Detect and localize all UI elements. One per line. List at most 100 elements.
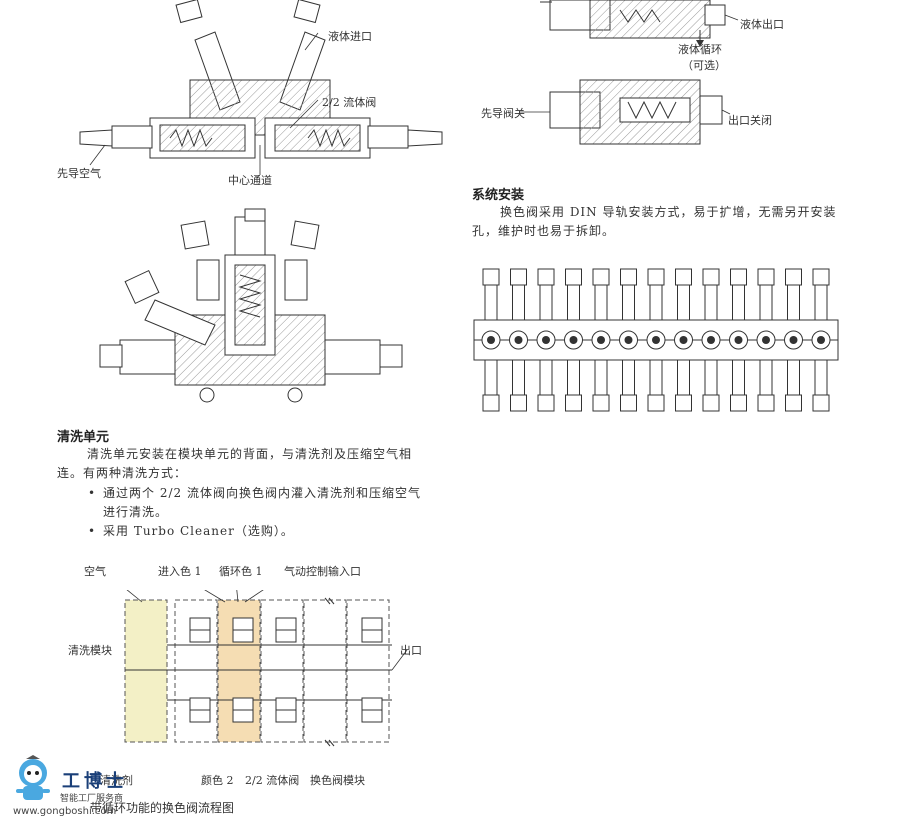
module-stem-top [594, 284, 608, 321]
module-valve-core [597, 336, 605, 344]
label-cleaner: 清洗剂 [100, 774, 133, 787]
module-fitting-bottom [537, 394, 555, 412]
label-liquid-circulation: 液体循环 [678, 43, 722, 56]
label-outlet-closed: 出口关闭 [728, 114, 772, 127]
module-stem-top [539, 284, 553, 321]
label-color-valve-module: 换色阀模块 [310, 774, 365, 787]
module-stem-bottom [539, 359, 553, 396]
module-stem-bottom [787, 359, 800, 396]
module-fitting-top [675, 268, 692, 286]
module-stem-top [677, 284, 690, 321]
module-stem-top [787, 284, 800, 321]
module-fitting-top [482, 268, 500, 286]
module-valve-core [762, 336, 770, 344]
module-stem-top [704, 284, 718, 321]
module-stem-top [567, 284, 580, 321]
module-fitting-top [537, 268, 555, 286]
watermark-url: www.gongboshi.com [13, 806, 117, 817]
cleaning-bullet-1: 通过两个 2/2 流体阀向换色阀内灌入清洗剂和压缩空气进行清洗。 [103, 486, 421, 519]
valve-cross-section-2-drawing [99, 208, 403, 403]
robot-mascot-icon [16, 755, 50, 800]
cleaning-heading: 清洗单元 [57, 430, 110, 445]
module-fitting-bottom [647, 394, 665, 412]
label-valve-22: 2/2 流体阀 [322, 96, 377, 109]
cleaning-paragraph: 清洗单元安装在模块单元的背面，与清洗剂及压缩空气相连。有两种清洗方式： [57, 447, 413, 480]
module-fitting-bottom [510, 394, 527, 412]
module-fitting-top [785, 268, 802, 286]
din-rail-assembly-drawing [473, 268, 839, 412]
module-fitting-top [730, 268, 747, 286]
module-fitting-bottom [592, 394, 610, 412]
label-liquid-outlet: 液体出口 [740, 18, 784, 31]
module-stem-bottom [649, 359, 663, 396]
label-clean-module: 清洗模块 [68, 644, 112, 657]
module-valve-core [707, 336, 715, 344]
label-center-channel: 中心通道 [228, 174, 272, 187]
system-install-paragraph: 换色阀采用 DIN 导轨安装方式，易于扩增，无需另开安装孔，维护时也易于拆卸。 [472, 205, 837, 238]
label-valve-22-flow: 2/2 流体阀 [245, 774, 300, 787]
label-liquid-inlet: 液体进口 [328, 30, 372, 43]
watermark-tagline: 智能工厂服务商 [60, 794, 124, 804]
watermark-brand: 工博士 [62, 771, 128, 792]
label-pilot-air: 先导空气 [57, 167, 101, 180]
module-stem-bottom [759, 359, 773, 396]
module-stem-bottom [704, 359, 718, 396]
module-stem-bottom [484, 359, 498, 396]
flow-diagram-drawing [124, 590, 408, 747]
module-valve-core [734, 336, 743, 344]
module-stem-top [814, 284, 828, 321]
module-stem-top [512, 284, 525, 321]
module-fitting-bottom [702, 394, 720, 412]
module-stem-bottom [622, 359, 635, 396]
module-fitting-top [592, 268, 610, 286]
module-valve-core [817, 336, 825, 344]
label-air: 空气 [84, 565, 106, 578]
module-fitting-top [565, 268, 582, 286]
module-valve-core [624, 336, 633, 344]
module-valve-core [569, 336, 578, 344]
module-fitting-bottom [757, 394, 775, 412]
module-stem-bottom [732, 359, 745, 396]
module-stem-bottom [814, 359, 828, 396]
label-inlet-color1: 进入色 1 [158, 565, 202, 578]
valve-cross-section-1-drawing [79, 0, 443, 175]
label-pneumatic-input: 气动控制输入口 [284, 565, 361, 578]
module-fitting-bottom [730, 394, 747, 412]
label-optional: （可选） [682, 59, 726, 72]
module-fitting-bottom [482, 394, 500, 412]
cleaning-bullet-2: 采用 Turbo Cleaner（选购）。 [103, 524, 294, 538]
label-color2: 颜色 2 [201, 774, 234, 787]
module-fitting-bottom [620, 394, 637, 412]
module-fitting-top [812, 268, 830, 286]
module-fitting-bottom [675, 394, 692, 412]
module-stem-top [649, 284, 663, 321]
module-valve-core [487, 336, 495, 344]
module-stem-bottom [567, 359, 580, 396]
module-valve-core [514, 336, 523, 344]
system-install-heading: 系统安装 [472, 188, 525, 203]
label-outlet: 出口 [400, 644, 422, 657]
module-stem-bottom [594, 359, 608, 396]
label-circ-color1: 循环色 1 [219, 565, 263, 578]
module-stem-top [759, 284, 773, 321]
module-valve-core [542, 336, 550, 344]
bullet-dot: • [88, 524, 97, 538]
module-valve-core [652, 336, 660, 344]
module-fitting-top [757, 268, 775, 286]
module-stem-top [622, 284, 635, 321]
module-stem-bottom [677, 359, 690, 396]
pilot-valve-open-drawing [540, 0, 739, 47]
module-stem-top [732, 284, 745, 321]
module-stem-bottom [512, 359, 525, 396]
module-fitting-bottom [565, 394, 582, 412]
module-fitting-bottom [812, 394, 830, 412]
module-fitting-top [510, 268, 527, 286]
module-valve-core [679, 336, 688, 344]
bullet-dot: • [88, 486, 97, 500]
module-fitting-top [702, 268, 720, 286]
module-fitting-bottom [785, 394, 802, 412]
pilot-valve-closed-drawing [520, 79, 731, 145]
label-pilot-valve-closed: 先导阀关 [481, 107, 525, 120]
module-stem-top [484, 284, 498, 321]
module-fitting-top [647, 268, 665, 286]
